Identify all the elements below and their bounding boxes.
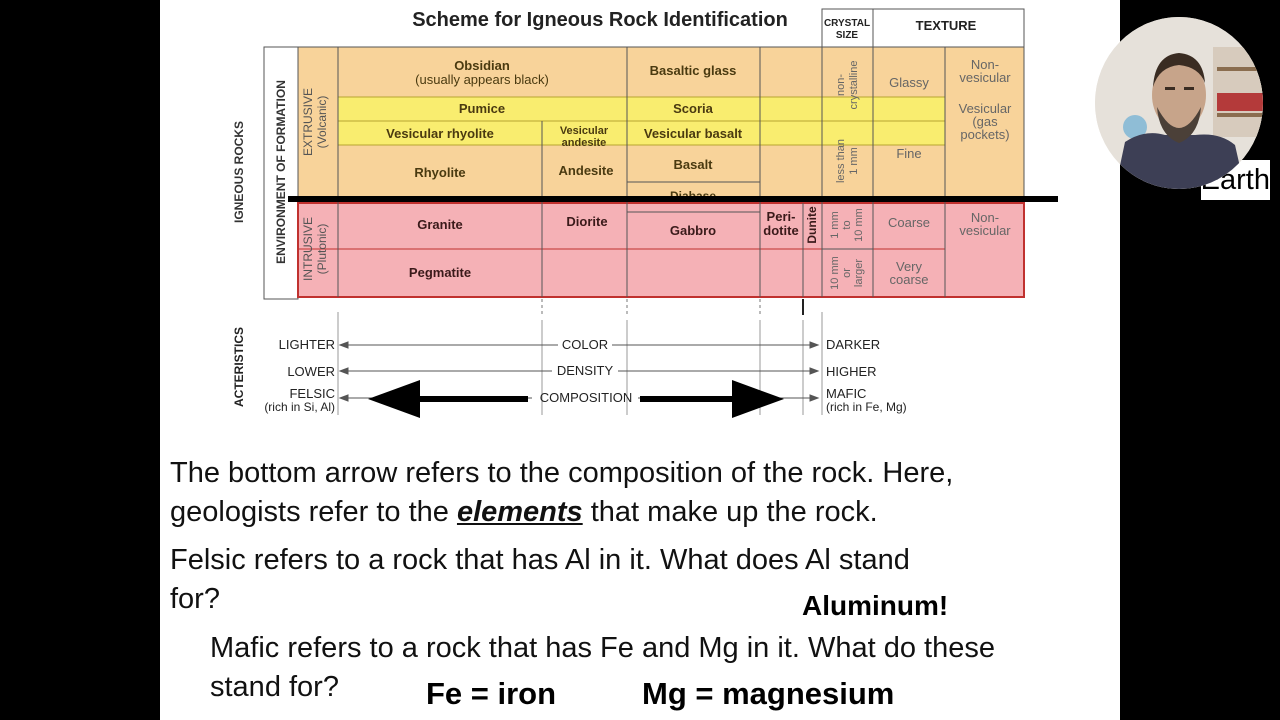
crystal-10mm-or-larger: or [841, 268, 853, 278]
rock-scoria: Scoria [673, 101, 714, 116]
felsic-arrow [368, 380, 420, 418]
characteristics-label: ACTERISTICS [232, 327, 246, 407]
rock-dunite: Dunite [805, 206, 819, 244]
texture-coarse: Coarse [888, 215, 930, 230]
texture-very-coarse: coarse [889, 272, 928, 287]
lower-label: LOWER [287, 364, 335, 379]
environment-label: ENVIRONMENT OF FORMATION [274, 80, 288, 264]
intrusive-region [297, 202, 1025, 298]
rock-rhyolite: Rhyolite [414, 165, 465, 180]
crystal-10mm-or-larger: larger [853, 259, 865, 287]
nonvesicular-bottom: vesicular [959, 223, 1011, 238]
mafic-note: (rich in Fe, Mg) [826, 400, 907, 414]
paragraph-line: The bottom arrow refers to the compositi… [170, 457, 954, 489]
slide: Scheme for Igneous Rock Identification C… [160, 0, 1120, 720]
color-label: COLOR [562, 337, 608, 352]
paragraph-mafic: Mafic refers to a rock that has Fe and M… [210, 629, 995, 707]
rock-pumice: Pumice [459, 101, 505, 116]
rock-andesite: Andesite [559, 163, 614, 178]
crystal-size-header: SIZE [836, 30, 859, 41]
earth-label-line: surface [1174, 204, 1270, 236]
crystal-10mm-or-larger: 10 mm [829, 256, 841, 290]
elements-emphasis: elements [456, 496, 583, 528]
presenter-avatar [1095, 17, 1263, 189]
answer-iron: Fe = iron [426, 676, 557, 711]
crystal-1-to-10mm: 1 mm [829, 211, 841, 239]
answer-aluminum: Aluminum! [802, 590, 949, 621]
crystal-less-than-1mm: less than [835, 139, 847, 183]
paragraph-line: Mafic refers to a rock that has Fe and M… [210, 632, 995, 664]
rock-gabbro: Gabbro [670, 223, 716, 238]
paragraph-line: geologists refer to the elements that ma… [170, 493, 953, 532]
higher-label: HIGHER [826, 364, 877, 379]
nonvesicular-top: Non- [971, 57, 999, 72]
igneous-rock-chart: Scheme for Igneous Rock Identification C… [232, 8, 1058, 418]
composition-label: COMPOSITION [540, 390, 632, 405]
paragraph-line: stand for? [210, 671, 339, 703]
paragraph-felsic: Felsic refers to a rock that has Al in i… [170, 541, 910, 619]
rock-vesicular-andesite: Vesicular [560, 125, 609, 137]
answer-magnesium: Mg = magnesium [642, 676, 895, 711]
crystal-size-header-box [821, 8, 874, 48]
texture-very-coarse: Very [896, 259, 923, 274]
rock-peridotite: Peri- [767, 209, 796, 224]
rock-granite: Granite [417, 217, 463, 232]
rock-vesicular-rhyolite: Vesicular rhyolite [386, 126, 494, 141]
rock-vesicular-andesite: andesite [562, 137, 607, 149]
density-label: DENSITY [557, 363, 614, 378]
intrusive-label: INTRUSIVE [301, 217, 315, 281]
rock-diorite: Diorite [566, 214, 607, 229]
chart-title: Scheme for Igneous Rock Identification [412, 9, 788, 31]
presenter-webcam [1095, 17, 1263, 189]
paragraph-line: for? [170, 583, 220, 615]
rock-obsidian: Obsidian [454, 58, 510, 73]
nonvesicular-top: vesicular [959, 70, 1011, 85]
lighter-label: LIGHTER [279, 337, 335, 352]
rock-vesicular-basalt: Vesicular basalt [644, 126, 743, 141]
rock-peridotite: dotite [763, 223, 798, 238]
crystal-1-to-10mm: to [841, 220, 853, 229]
texture-header: TEXTURE [916, 18, 977, 33]
crystal-less-than-1mm: 1 mm [848, 147, 860, 175]
texture-header-box [872, 8, 1025, 48]
vesicular-gas-pockets: pockets) [960, 127, 1009, 142]
environment-column [263, 46, 299, 300]
crystal-1-to-10mm: 10 mm [853, 208, 865, 242]
mafic-arrow [732, 380, 784, 418]
crystal-size-header: CRYSTAL [824, 18, 870, 29]
rock-obsidian-note: (usually appears black) [415, 72, 549, 87]
felsic-note: (rich in Si, Al) [264, 400, 335, 414]
paragraph-line: Felsic refers to a rock that has Al in i… [170, 544, 910, 576]
darker-label: DARKER [826, 337, 880, 352]
text-span: that make up the rock. [582, 496, 878, 528]
rock-pegmatite: Pegmatite [409, 265, 471, 280]
texture-fine: Fine [896, 146, 921, 161]
felsic-label: FELSIC [289, 386, 335, 401]
nonvesicular-bottom: Non- [971, 210, 999, 225]
rock-basaltic-glass: Basaltic glass [650, 63, 737, 78]
rock-basalt: Basalt [673, 157, 713, 172]
mafic-label: MAFIC [826, 386, 866, 401]
crystal-noncrystalline: non- [835, 74, 847, 96]
vesicular-gas-pockets: Vesicular [959, 101, 1012, 116]
earth-surface-line [288, 196, 1058, 202]
texture-glassy: Glassy [889, 75, 929, 90]
paragraph-composition: The bottom arrow refers to the compositi… [170, 454, 953, 532]
crystal-noncrystalline: crystalline [848, 61, 860, 110]
plutonic-label: (Plutonic) [315, 224, 329, 275]
volcanic-label: (Volcanic) [315, 96, 329, 149]
igneous-rocks-label: IGNEOUS ROCKS [232, 121, 246, 223]
text-span: geologists refer to the [170, 496, 457, 528]
vesicular-gas-pockets: (gas [972, 114, 998, 129]
extrusive-label: EXTRUSIVE [301, 88, 315, 156]
